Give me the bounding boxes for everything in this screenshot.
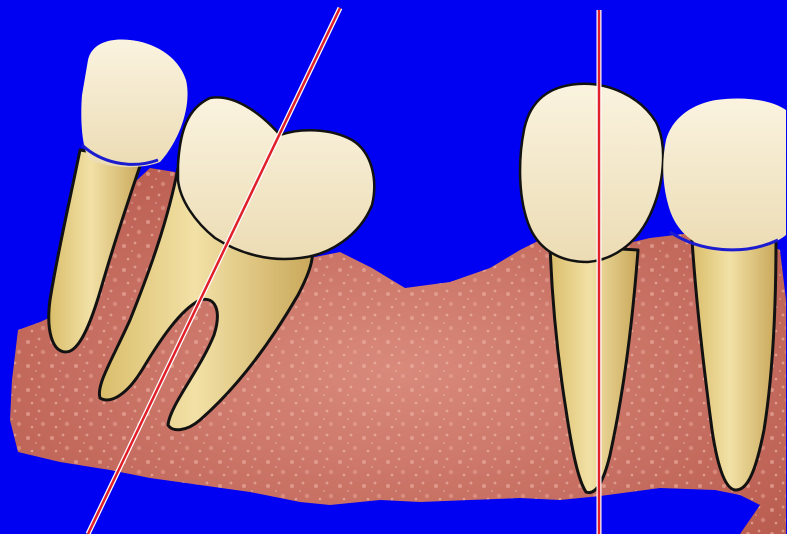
dental-diagram	[0, 0, 787, 534]
